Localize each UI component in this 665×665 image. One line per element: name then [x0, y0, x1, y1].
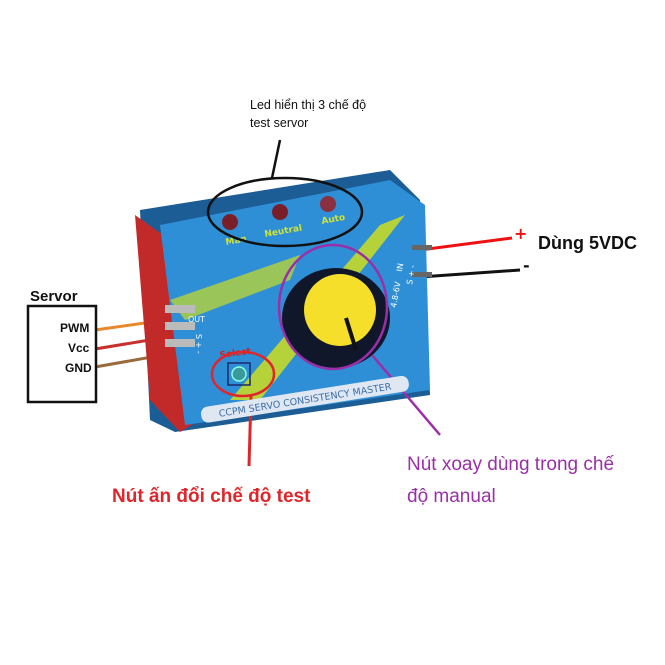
- pin-pwm: PWM: [60, 321, 90, 335]
- power-minus-wire: [419, 268, 521, 279]
- servo-box: [26, 304, 98, 404]
- led-annotation-line1: Led hiển thị 3 chế độ: [250, 98, 367, 112]
- knob-annotation-line1: Nút xoay dùng trong chế: [407, 454, 615, 475]
- in-label: IN: [395, 263, 405, 273]
- led-label-man: Man: [225, 234, 248, 248]
- minus-sign: -: [523, 256, 530, 275]
- led-highlight-ellipse: [206, 176, 364, 248]
- servo-title: Servor: [30, 288, 78, 305]
- led-annotation-line2: test servor: [250, 116, 309, 130]
- pin-gnd: GND: [65, 361, 92, 375]
- in-pins-label: S + -: [405, 264, 417, 285]
- pin-vcc: Vcc: [68, 341, 90, 355]
- knob-highlight-ellipse: [277, 243, 389, 371]
- led-neutral: [272, 204, 288, 220]
- led-label-auto: Auto: [321, 213, 346, 227]
- knob-annotation-line2: độ manual: [407, 486, 496, 507]
- rotary-knob[interactable]: [282, 268, 390, 368]
- button-highlight-ellipse: [210, 350, 276, 398]
- led-auto: [320, 196, 336, 212]
- select-button[interactable]: [227, 362, 251, 386]
- power-annotation: Dùng 5VDC: [538, 233, 637, 253]
- led-man: [222, 214, 238, 230]
- plus-sign: +: [514, 224, 528, 243]
- out-label: OUT: [188, 315, 205, 324]
- out-pins-label: S + -: [194, 334, 203, 354]
- knob-pointer-line: [371, 354, 441, 436]
- button-annotation: Nút ấn đổi chế độ test: [112, 486, 311, 507]
- led-pointer-line: [270, 139, 282, 179]
- power-plus-wire: [419, 236, 513, 252]
- select-button-cap: [231, 366, 247, 382]
- led-annotation: Led hiển thị 3 chế độ test servor: [250, 96, 366, 132]
- knob-annotation: Nút xoay dùng trong chế độ manual: [407, 449, 614, 513]
- led-indicators: Man Neutral Auto: [222, 196, 346, 248]
